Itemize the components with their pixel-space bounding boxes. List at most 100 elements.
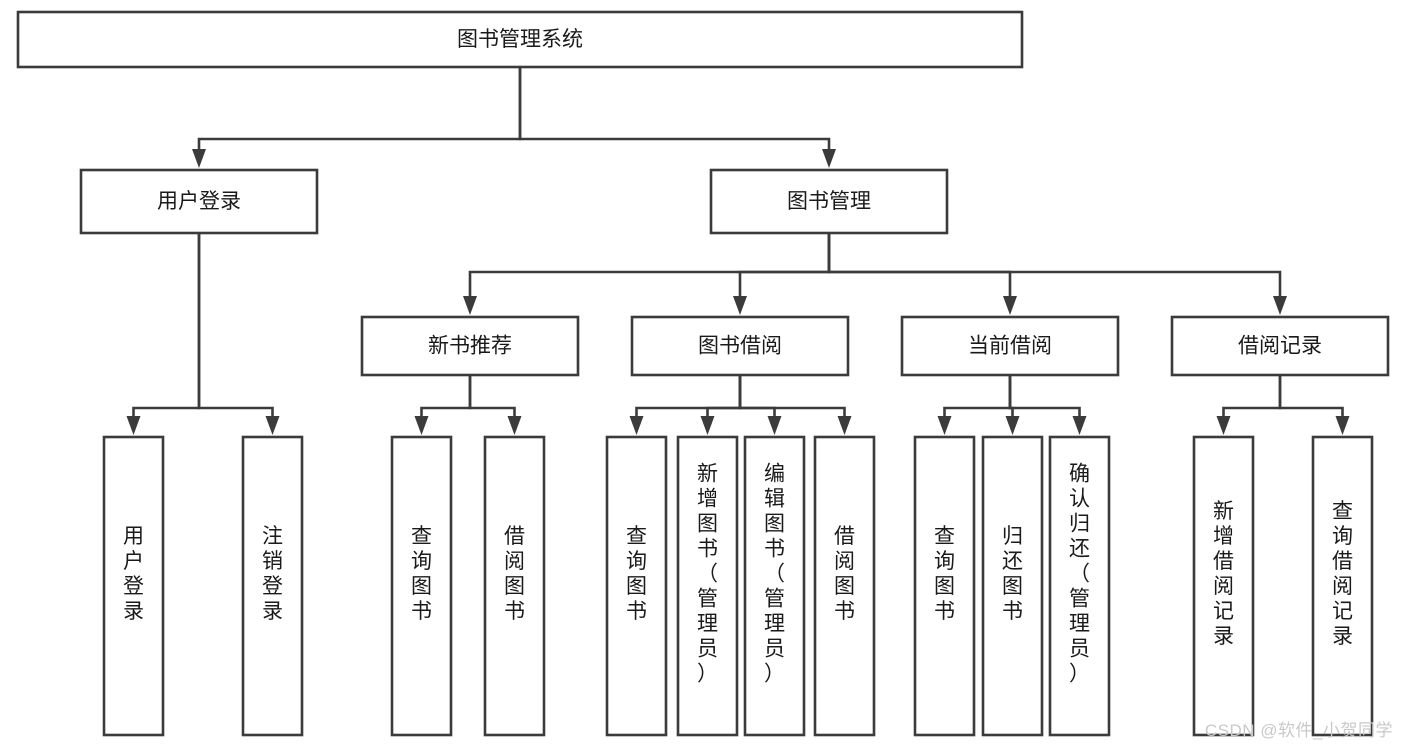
connector-book-management-to-book-borrow <box>733 233 831 315</box>
node-label-leaf-query-book-borrow: 查询图书 <box>626 525 647 623</box>
connector-root-to-user-login <box>192 67 522 168</box>
arrow-head-icon <box>463 296 477 315</box>
node-leaf-add-book-admin[interactable]: 新增图书（管理员） <box>676 435 739 737</box>
arrow-head-icon <box>937 416 952 435</box>
connector-book-borrow-to-leaf-edit-book-admin <box>738 375 782 435</box>
arrow-head-icon <box>1072 416 1087 435</box>
connector-borrow-records-to-leaf-query-borrow-record <box>1278 375 1350 435</box>
connector-current-borrow-to-leaf-confirm-return-admin <box>1008 375 1087 435</box>
node-label-new-book-recommend: 新书推荐 <box>428 335 512 358</box>
node-box-leaf-logout[interactable] <box>241 435 304 737</box>
node-leaf-add-borrow-record[interactable]: 新增借阅记录 <box>1192 435 1255 737</box>
node-box-leaf-query-book-recommend[interactable] <box>390 435 453 737</box>
node-leaf-query-book-recommend[interactable]: 查询图书 <box>390 435 453 737</box>
node-new-book-recommend[interactable]: 新书推荐 <box>360 315 580 377</box>
arrow-head-icon <box>507 416 522 435</box>
node-box-leaf-query-borrow-record[interactable] <box>1311 435 1374 737</box>
node-label-leaf-return-book: 归还图书 <box>1002 525 1023 623</box>
connector-user-login-to-leaf-logout <box>197 233 280 435</box>
node-box-leaf-query-book-borrow[interactable] <box>605 435 668 737</box>
node-leaf-query-book-borrow[interactable]: 查询图书 <box>605 435 668 737</box>
node-label-book-borrow: 图书借阅 <box>698 335 782 358</box>
connector-current-borrow-to-leaf-return-book <box>1005 375 1020 435</box>
connector-current-borrow-to-leaf-query-book-current <box>937 375 1012 435</box>
connector-book-borrow-to-leaf-add-book-admin <box>700 375 742 435</box>
arrow-head-icon <box>629 416 644 435</box>
csdn-watermark: CSDN @软件_小贺同学 <box>1204 721 1393 740</box>
node-label-current-borrow: 当前借阅 <box>968 335 1052 358</box>
node-label-root: 图书管理系统 <box>457 28 583 51</box>
node-book-management[interactable]: 图书管理 <box>709 168 949 235</box>
arrow-head-icon <box>414 416 429 435</box>
connector-book-management-to-new-book-recommend <box>463 233 831 315</box>
connector-book-management-to-current-borrow <box>827 233 1017 315</box>
node-leaf-query-borrow-record[interactable]: 查询借阅记录 <box>1311 435 1374 737</box>
node-leaf-borrow-book-recommend[interactable]: 借阅图书 <box>483 435 546 737</box>
connector-new-book-recommend-to-leaf-borrow-book-recommend <box>468 375 522 435</box>
node-box-leaf-borrow-book-recommend[interactable] <box>483 435 546 737</box>
node-box-leaf-add-borrow-record[interactable] <box>1192 435 1255 737</box>
node-box-leaf-add-book-admin[interactable] <box>676 435 739 737</box>
node-box-leaf-edit-book-admin[interactable] <box>743 435 806 737</box>
node-label-leaf-borrow-book: 借阅图书 <box>834 525 855 623</box>
arrow-head-icon <box>822 149 836 168</box>
arrow-head-icon <box>837 416 852 435</box>
node-label-book-management: 图书管理 <box>787 190 871 213</box>
node-layer: 图书管理系统用户登录图书管理新书推荐图书借阅当前借阅借阅记录用户登录注销登录查询… <box>16 10 1390 737</box>
connector-borrow-records-to-leaf-add-borrow-record <box>1216 375 1282 435</box>
node-label-leaf-confirm-return-admin: 确认归还（管理员） <box>1069 463 1090 686</box>
node-box-leaf-confirm-return-admin[interactable] <box>1048 435 1111 737</box>
arrow-head-icon <box>126 416 141 435</box>
node-user-login[interactable]: 用户登录 <box>79 168 319 235</box>
node-leaf-return-book[interactable]: 归还图书 <box>981 435 1044 737</box>
arrow-head-icon <box>767 416 782 435</box>
node-box-current-borrow[interactable] <box>900 315 1120 377</box>
connector-book-management-to-borrow-records <box>827 233 1287 315</box>
node-label-leaf-user-login: 用户登录 <box>123 525 144 623</box>
node-label-leaf-add-borrow-record: 新增借阅记录 <box>1213 500 1234 648</box>
node-book-borrow[interactable]: 图书借阅 <box>630 315 850 377</box>
node-box-leaf-query-book-current[interactable] <box>913 435 976 737</box>
arrow-head-icon <box>1335 416 1350 435</box>
node-leaf-user-login[interactable]: 用户登录 <box>102 435 165 737</box>
node-current-borrow[interactable]: 当前借阅 <box>900 315 1120 377</box>
node-label-leaf-logout: 注销登录 <box>262 525 283 623</box>
node-label-leaf-query-borrow-record: 查询借阅记录 <box>1332 500 1353 648</box>
node-leaf-query-book-current[interactable]: 查询图书 <box>913 435 976 737</box>
connector-new-book-recommend-to-leaf-query-book-recommend <box>414 375 472 435</box>
node-leaf-confirm-return-admin[interactable]: 确认归还（管理员） <box>1048 435 1111 737</box>
node-root[interactable]: 图书管理系统 <box>16 10 1024 69</box>
node-box-leaf-user-login[interactable] <box>102 435 165 737</box>
connector-book-borrow-to-leaf-borrow-book <box>738 375 852 435</box>
arrow-head-icon <box>1216 416 1231 435</box>
node-borrow-records[interactable]: 借阅记录 <box>1170 315 1390 377</box>
node-leaf-logout[interactable]: 注销登录 <box>241 435 304 737</box>
node-box-book-management[interactable] <box>709 168 949 235</box>
connector-root-to-book-management <box>518 67 836 168</box>
node-box-leaf-return-book[interactable] <box>981 435 1044 737</box>
node-box-root[interactable] <box>16 10 1024 69</box>
node-leaf-borrow-book[interactable]: 借阅图书 <box>813 435 876 737</box>
node-label-user-login: 用户登录 <box>157 190 241 213</box>
node-box-book-borrow[interactable] <box>630 315 850 377</box>
arrow-head-icon <box>1003 296 1017 315</box>
arrow-head-icon <box>265 416 280 435</box>
node-label-leaf-edit-book-admin: 编辑图书（管理员） <box>764 463 785 686</box>
connector-layer <box>126 67 1350 435</box>
arrow-head-icon <box>1273 296 1287 315</box>
connector-book-borrow-to-leaf-query-book-borrow <box>629 375 742 435</box>
node-label-leaf-borrow-book-recommend: 借阅图书 <box>504 525 525 623</box>
node-box-user-login[interactable] <box>79 168 319 235</box>
node-box-borrow-records[interactable] <box>1170 315 1390 377</box>
arrow-head-icon <box>1005 416 1020 435</box>
node-leaf-edit-book-admin[interactable]: 编辑图书（管理员） <box>743 435 806 737</box>
node-label-leaf-add-book-admin: 新增图书（管理员） <box>697 463 718 686</box>
node-label-leaf-query-book-recommend: 查询图书 <box>411 525 432 623</box>
node-box-leaf-borrow-book[interactable] <box>813 435 876 737</box>
node-box-new-book-recommend[interactable] <box>360 315 580 377</box>
node-label-borrow-records: 借阅记录 <box>1238 335 1322 358</box>
arrow-head-icon <box>733 296 747 315</box>
connector-user-login-to-leaf-user-login <box>126 233 201 435</box>
